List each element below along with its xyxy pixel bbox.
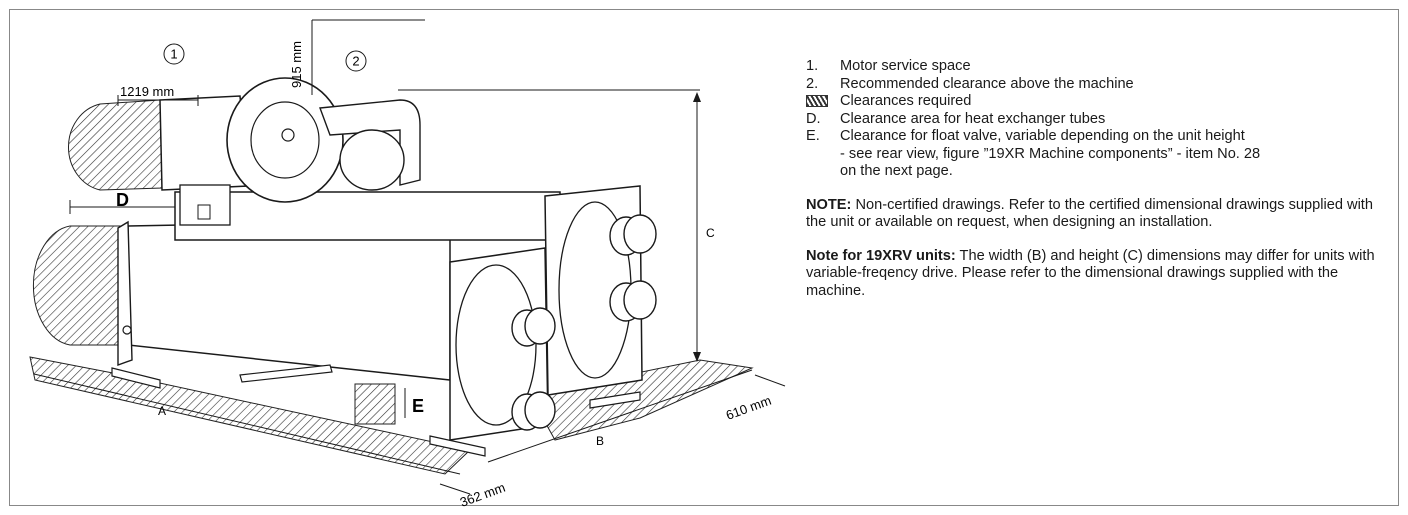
note-certified: NOTE: Non-certified drawings. Refer to t… bbox=[806, 196, 1373, 231]
figure-frame bbox=[9, 9, 1399, 506]
dim-b: B bbox=[596, 434, 604, 448]
dim-front-clearance: 362 mm bbox=[458, 480, 507, 510]
legend-item-1: 1.Motor service space bbox=[806, 58, 971, 74]
legend-item-e-cont2: on the next page. bbox=[840, 163, 953, 179]
legend-item-d: D.Clearance area for heat exchanger tube… bbox=[806, 110, 1106, 127]
floor-clearance-front bbox=[29, 356, 472, 475]
cooler-vessel bbox=[127, 219, 451, 381]
dim-c: C bbox=[706, 226, 715, 240]
foot-front bbox=[429, 435, 486, 457]
callout-2: 2 bbox=[352, 54, 359, 69]
label-e: E bbox=[412, 396, 424, 416]
foot-left bbox=[111, 367, 161, 389]
dim-top-clearance: 915 mm bbox=[289, 41, 304, 88]
water-nozzles bbox=[511, 214, 657, 431]
foot-right bbox=[589, 391, 641, 409]
dim-side-clearance: 610 mm bbox=[724, 393, 773, 423]
motor-clearance-zone bbox=[67, 99, 163, 191]
condenser-vessel bbox=[174, 191, 561, 241]
legend: 1.Motor service space 2.Recommended clea… bbox=[806, 58, 1396, 300]
hatch-swatch-icon bbox=[806, 95, 828, 107]
note-19xrv: Note for 19XRV units: The width (B) and … bbox=[806, 247, 1375, 299]
dim-a: A bbox=[158, 404, 166, 418]
callout-1: 1 bbox=[170, 47, 177, 62]
tube-clearance-zone bbox=[32, 225, 129, 346]
label-d: D bbox=[116, 190, 129, 210]
legend-item-hatch: Clearances required bbox=[806, 93, 1396, 111]
dim-motor-service: 1219 mm bbox=[120, 84, 174, 99]
float-valve-clearance bbox=[354, 383, 396, 425]
chiller-clearance-drawing: 1 2 1219 mm 915 mm D E A B C 610 mm 362 … bbox=[29, 19, 786, 510]
legend-item-e-cont1: - see rear view, figure ”19XR Machine co… bbox=[840, 145, 1261, 162]
legend-item-e: E.Clearance for float valve, variable de… bbox=[806, 128, 1245, 144]
floor-clearance-right bbox=[529, 359, 754, 441]
legend-item-2: 2.Recommended clearance above the machin… bbox=[806, 75, 1134, 92]
